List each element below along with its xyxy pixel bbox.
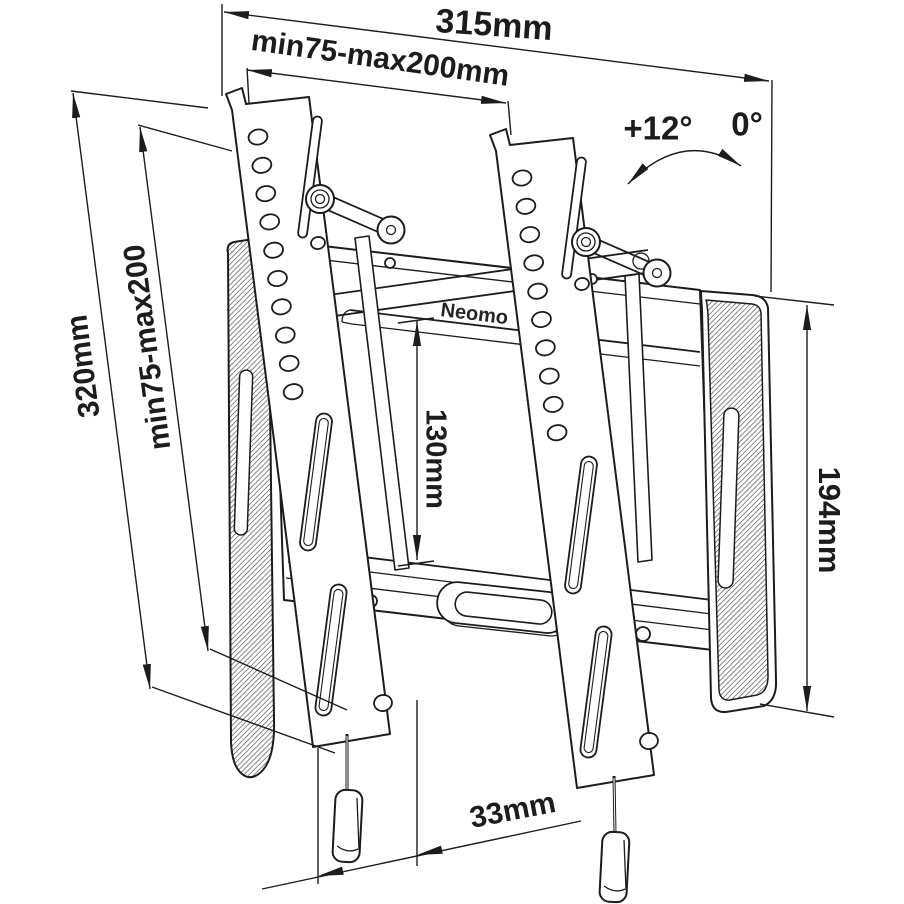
vesa-hole (259, 213, 281, 231)
right-tilt-bolt (571, 227, 601, 257)
left-bracket-hole-column (247, 128, 304, 401)
vesa-hole (255, 185, 277, 203)
vesa-hole (278, 354, 300, 372)
left-bracket-top-slot (297, 115, 323, 239)
vesa-hole (523, 254, 545, 272)
right-bracket-bottom-hole (639, 732, 659, 750)
left-tv-bracket (225, 87, 393, 748)
vesa-hole (247, 128, 269, 146)
tilt-min-label: 0° (731, 106, 763, 143)
left-strap (354, 235, 410, 571)
vesa-hole (271, 298, 292, 316)
vesa-hole (515, 197, 537, 215)
dim-total-width-label: 315mm (434, 2, 554, 48)
right-pull-tab (598, 830, 631, 904)
vesa-hole (531, 311, 552, 328)
left-bracket-long-slots (299, 412, 348, 717)
vesa-hole (267, 270, 288, 287)
right-bracket-long-slots (564, 455, 613, 759)
right-strap (624, 273, 653, 563)
vesa-hole (519, 226, 541, 244)
vesa-hole (263, 241, 284, 259)
dim-total-height-label: 320mm (60, 313, 106, 420)
right-pull-string (598, 775, 631, 904)
right-side-rail (700, 290, 778, 714)
right-tv-bracket (489, 128, 659, 789)
vesa-hole (535, 339, 556, 357)
vesa-hole (282, 383, 304, 401)
dim-center-height-label: 130mm (419, 409, 451, 509)
vesa-hole (511, 169, 533, 187)
dimension-center-height: 130mm (397, 317, 451, 567)
vesa-hole (542, 395, 564, 413)
tilt-arc-arrow (627, 148, 742, 185)
left-bracket-bottom-hole (373, 694, 393, 712)
left-tilt-linkage (305, 184, 406, 245)
right-bracket-top-slot (561, 156, 587, 280)
left-pull-string (331, 734, 364, 864)
tilt-angle-annotation: +12° 0° (623, 106, 763, 185)
right-tilt-linkage (571, 227, 672, 288)
vesa-hole (274, 326, 296, 344)
dimension-total-width: 315mm (221, 2, 773, 293)
dim-wall-distance-label: 33mm (467, 786, 558, 835)
dim-side-rail-height-label: 194mm (812, 467, 847, 574)
vesa-hole (527, 282, 548, 300)
left-tilt-bolt (305, 184, 335, 214)
left-side-rail (226, 236, 276, 779)
right-bracket-hole-column (511, 169, 568, 442)
left-pull-tab (331, 788, 364, 864)
vesa-hole (251, 156, 273, 174)
vesa-hole (546, 424, 568, 442)
tilt-max-label: +12° (623, 110, 692, 147)
dimension-side-rail-height: 194mm (754, 295, 847, 718)
vesa-hole (538, 367, 560, 385)
